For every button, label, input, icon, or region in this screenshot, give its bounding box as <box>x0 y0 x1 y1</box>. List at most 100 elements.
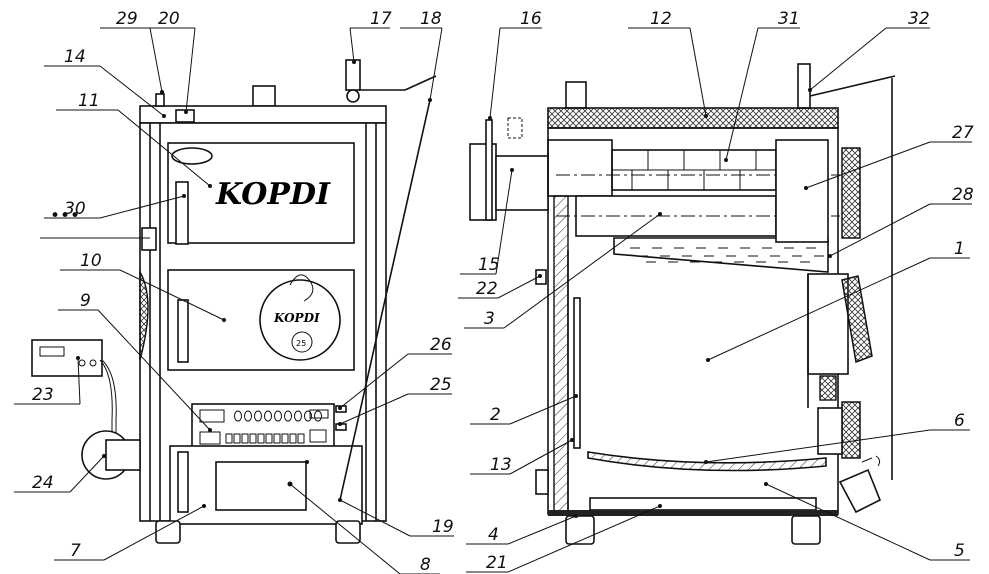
leader-30 <box>99 195 185 219</box>
part-label-1: 1 <box>954 239 965 259</box>
part-label-5: 5 <box>954 541 965 561</box>
fitting-20 <box>175 109 195 123</box>
section-valve-32 <box>797 63 811 109</box>
panel-knobs-top <box>199 409 329 423</box>
left-wall-2 <box>553 195 569 513</box>
leader-26 <box>339 353 409 409</box>
part-label-13: 13 <box>490 455 512 475</box>
leader-27 <box>805 141 931 189</box>
side-fitting <box>141 227 157 251</box>
leader-16 <box>489 27 501 119</box>
leader-23 <box>77 357 81 405</box>
part-label-2: 2 <box>490 405 501 425</box>
part-label-9: 9 <box>80 291 91 311</box>
middle-door-handle <box>177 299 189 363</box>
leader-1 <box>707 257 931 361</box>
leader-9 <box>97 309 211 431</box>
fitting-29 <box>155 93 165 107</box>
leader-13 <box>509 439 573 475</box>
flue-pipe-15 <box>495 155 549 211</box>
leader-6 <box>705 429 931 463</box>
front-foot-left <box>155 520 181 544</box>
part-label-28: 28 <box>952 185 974 205</box>
door-badge: 25 <box>296 339 306 348</box>
part-label-25: 25 <box>430 375 452 395</box>
rib-13 <box>573 297 581 449</box>
part-label-29: 29 <box>116 9 138 29</box>
leader-12 <box>689 27 707 117</box>
upper-door-insulation <box>841 147 861 239</box>
ash-door-insulation <box>841 401 861 459</box>
part-label-8: 8 <box>420 555 431 574</box>
flue-plate <box>485 119 493 221</box>
part-label-10: 10 <box>80 251 102 271</box>
leader-21 <box>507 505 661 573</box>
part-label-23: 23 <box>32 385 54 405</box>
part-label-4: 4 <box>488 525 499 545</box>
leader-28 <box>829 203 931 257</box>
part-label-11: 11 <box>78 91 100 111</box>
section-flue-stub <box>565 81 587 109</box>
grate-6 <box>587 451 827 472</box>
header-27 <box>775 139 829 243</box>
upper-door-handle <box>175 181 189 245</box>
leader-17 <box>349 27 355 63</box>
part-label-15: 15 <box>478 255 500 275</box>
leader-29 <box>149 27 163 93</box>
leader-5 <box>765 483 931 561</box>
part-label-32: 32 <box>908 9 930 29</box>
leader-20 <box>185 27 196 113</box>
part-label-17: 17 <box>370 9 392 29</box>
leader-3 <box>503 213 661 329</box>
part-label-3: 3 <box>484 309 495 329</box>
section-foot-left <box>565 515 595 545</box>
section-foot-right <box>791 515 821 545</box>
part-label-30: 30 <box>64 199 86 219</box>
front-logo: KOPDI <box>215 177 331 212</box>
section-view <box>469 63 896 545</box>
part-label-24: 24 <box>32 473 54 493</box>
leader-10 <box>119 269 225 321</box>
part-label-27: 27 <box>952 123 974 143</box>
door-logo: KOPDI <box>273 311 320 325</box>
part-label-22: 22 <box>476 279 498 299</box>
controller-panel <box>191 403 335 449</box>
thermo-valve-17 <box>345 59 361 91</box>
leader-22 <box>497 275 541 299</box>
upper-door-hinge <box>171 147 213 165</box>
leader-18 <box>429 27 443 101</box>
leader-19 <box>339 499 411 537</box>
leader-7 <box>103 505 205 561</box>
part-label-26: 26 <box>430 335 452 355</box>
ash-tray-21 <box>589 497 817 511</box>
ash-door-inner <box>215 461 307 511</box>
part-label-16: 16 <box>520 9 542 29</box>
part-label-21: 21 <box>486 553 508 573</box>
front-side-insulation <box>139 269 149 361</box>
top-insulation-12 <box>547 107 839 129</box>
panel-knobs-bottom <box>199 429 327 445</box>
chain-18 <box>339 99 431 501</box>
front-view: KOPDI KOPDI 25 <box>31 59 437 544</box>
part-label-12: 12 <box>650 9 672 29</box>
leader-15 <box>495 169 513 275</box>
leader-14 <box>99 65 165 117</box>
leader-11 <box>117 109 211 187</box>
brick-lining-31 <box>611 149 813 191</box>
part-label-14: 14 <box>64 47 86 67</box>
leader-2 <box>509 395 577 425</box>
door-emblem <box>259 279 341 361</box>
part-label-19: 19 <box>432 517 454 537</box>
leader-25 <box>339 393 409 425</box>
leader-32 <box>809 27 887 91</box>
fan-duct <box>105 439 141 471</box>
fuel-door-frame <box>807 273 849 375</box>
leader-24 <box>69 455 105 493</box>
panel-ellipsis: ••• <box>50 206 80 226</box>
leader-31 <box>725 27 759 161</box>
part-label-20: 20 <box>158 9 180 29</box>
fuel-door-1 <box>841 275 873 364</box>
water-jacket <box>613 237 829 273</box>
